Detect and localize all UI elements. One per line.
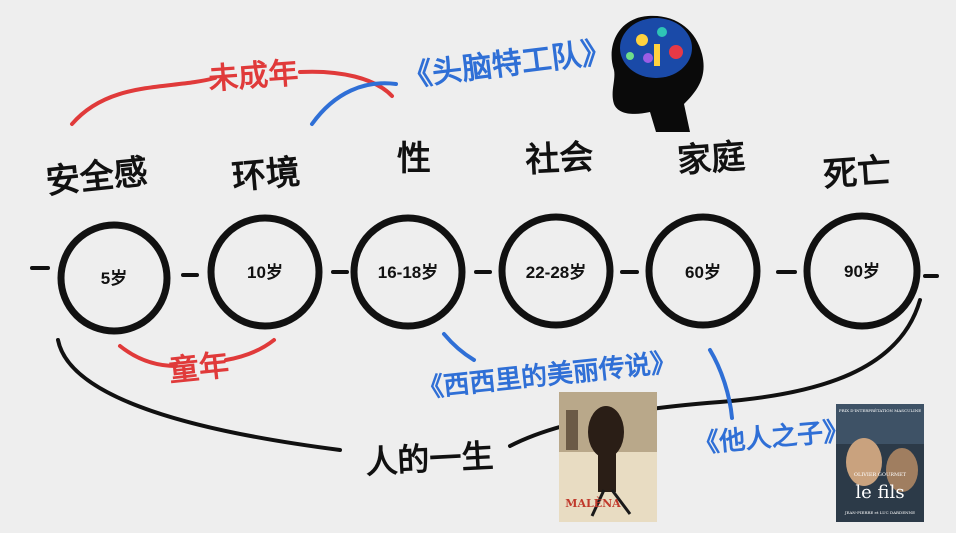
le-fils-award: PRIX D'INTERPRÉTATION MASCULINE	[839, 408, 921, 413]
le-fils-poster-title: le fils	[855, 482, 904, 503]
label-society: 社会	[524, 137, 594, 181]
age-16-18: 16-18岁	[378, 262, 438, 282]
stage-circle-60	[645, 213, 761, 329]
stage-circle-5	[57, 221, 171, 335]
inside-out-arc	[310, 81, 398, 126]
minor-arc	[70, 69, 394, 126]
childhood-arc	[118, 338, 276, 368]
stage-circles	[57, 212, 921, 335]
childhood-label: 童年	[167, 348, 230, 389]
life-label: 人的一生	[365, 437, 495, 482]
age-22-28: 22-28岁	[526, 262, 586, 282]
stage-circle-22-28	[498, 213, 614, 329]
le-fils-poster: PRIX D'INTERPRÉTATION MASCULINE OLIVIER …	[836, 404, 924, 522]
le-fils-title: 《他人之子》	[692, 415, 850, 459]
malena-arc	[442, 332, 476, 362]
stage-circle-90	[803, 212, 921, 330]
stage-circle-10	[207, 214, 323, 330]
label-death: 死亡	[822, 151, 893, 196]
timeline-line	[30, 266, 939, 278]
age-90: 90岁	[844, 261, 880, 281]
malena-poster: MALÈNA	[559, 392, 657, 522]
label-sex: 性	[397, 139, 431, 179]
le-fils-arc	[708, 348, 734, 420]
le-fils-directors: JEAN-PIERRE et LUC DARDENNE	[844, 510, 915, 515]
age-10: 10岁	[247, 262, 283, 282]
label-environment: 环境	[230, 152, 301, 198]
label-security: 安全感	[44, 152, 150, 202]
stage-circle-16-18	[350, 214, 466, 330]
malena-poster-title: MALÈNA	[565, 496, 621, 510]
label-family: 家庭	[676, 137, 747, 182]
age-60: 60岁	[685, 262, 721, 282]
life-curve	[56, 338, 342, 452]
minor-label: 未成年	[207, 56, 299, 97]
age-5: 5岁	[101, 268, 127, 288]
inside-out-head-image	[611, 15, 704, 132]
inside-out-title: 《头脑特工队》	[400, 34, 613, 94]
le-fils-actor: OLIVIER GOURMET	[854, 472, 907, 478]
